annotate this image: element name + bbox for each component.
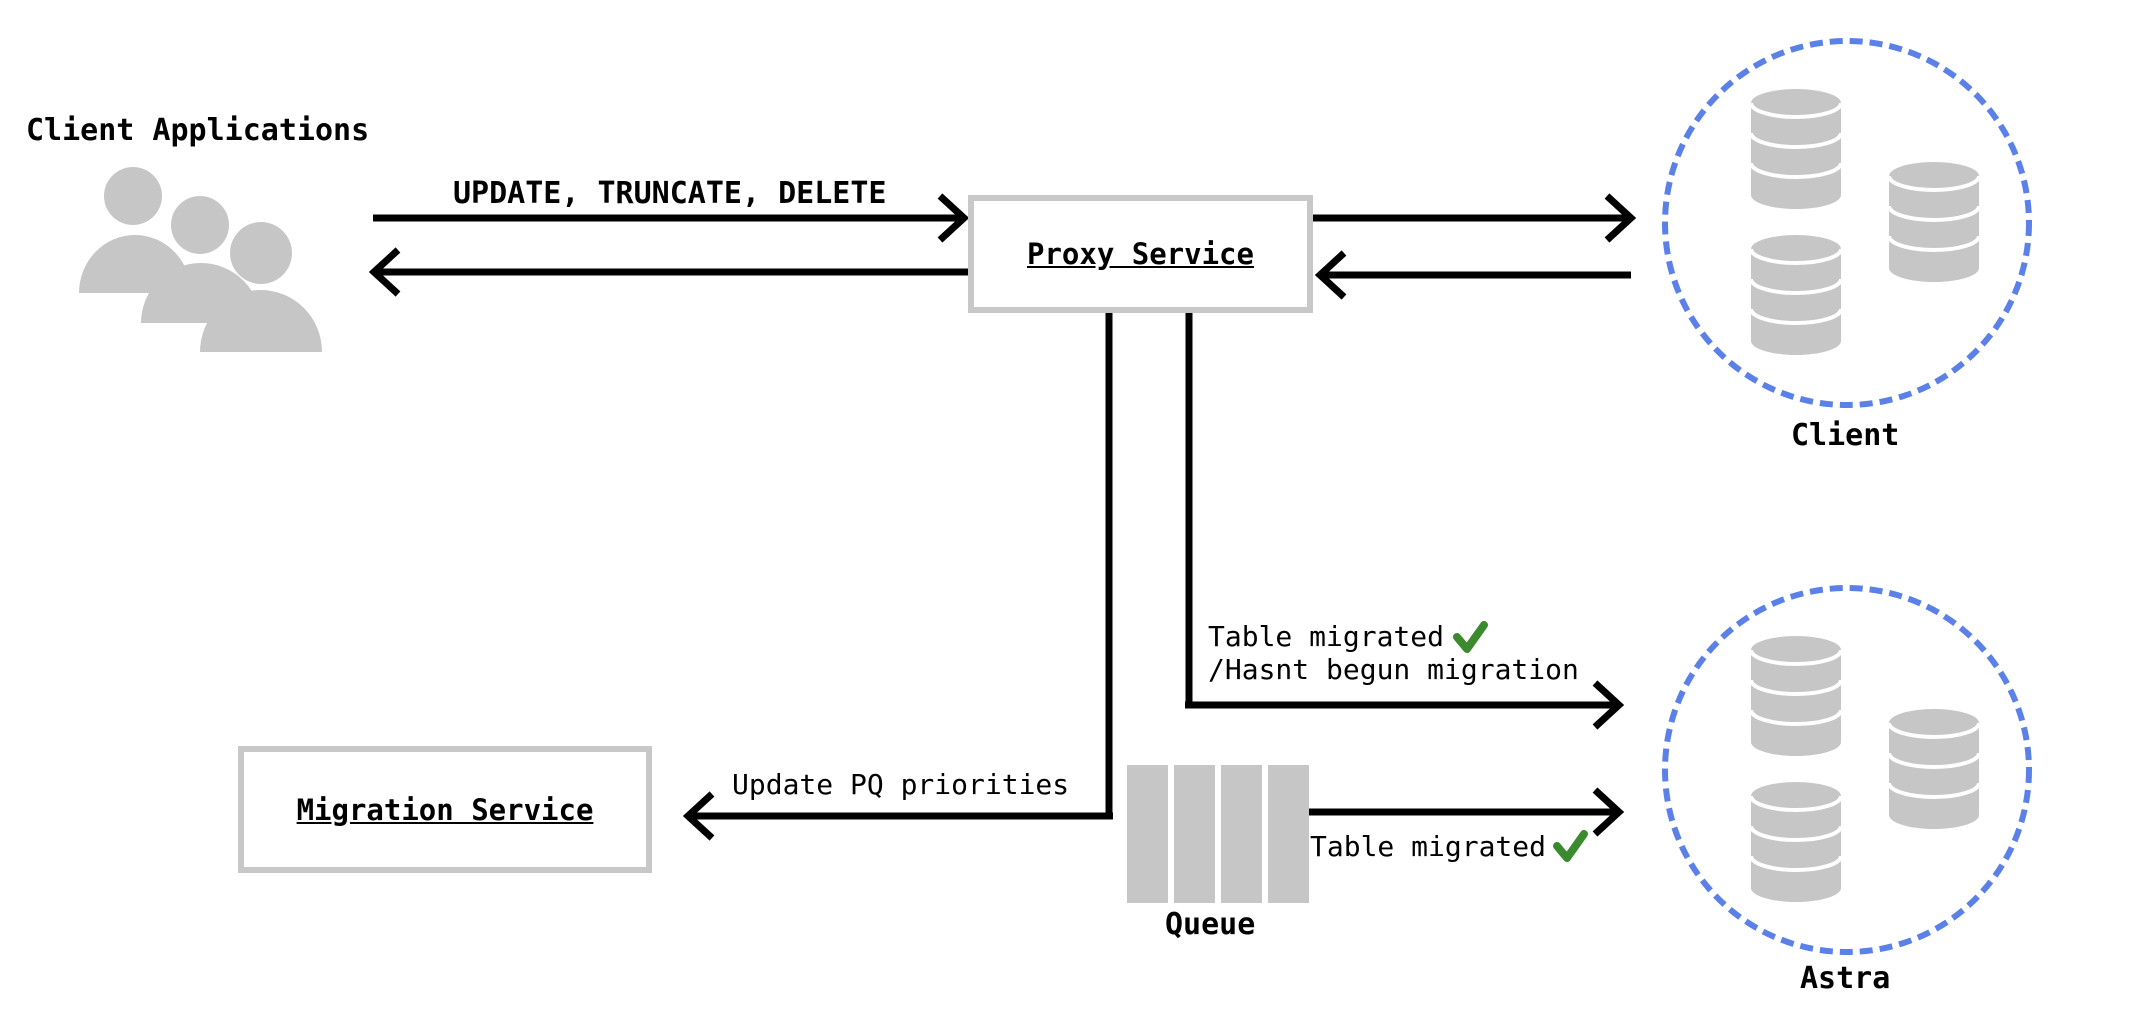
queue-icon	[1127, 765, 1309, 903]
astra-db-label: Astra	[1800, 961, 1891, 996]
client-cluster-ring	[1662, 38, 2032, 408]
proxy-service-box: Proxy Service	[968, 195, 1313, 313]
database-icon	[1749, 233, 1843, 357]
database-icon	[1887, 707, 1981, 831]
database-icon	[1749, 634, 1843, 758]
check-icon	[1453, 621, 1488, 653]
database-icon	[1887, 160, 1981, 284]
table-migrated-label: Table migrated	[1310, 830, 1547, 863]
hasnt-begun-migration-label: /Hasnt begun migration	[1208, 653, 1579, 686]
migration-service-label: Migration Service	[296, 792, 594, 827]
queue-label: Queue	[1165, 907, 1256, 942]
database-icon	[1749, 87, 1843, 211]
client-db-label: Client	[1791, 418, 1900, 453]
update-pq-label: Update PQ priorities	[732, 768, 1070, 801]
database-icon	[1749, 780, 1843, 904]
table-migrated-label: Table migrated	[1208, 620, 1445, 653]
proxy-to-client-db-arrow	[1313, 193, 1637, 243]
request-arrow	[373, 193, 970, 243]
client-applications-label: Client Applications	[26, 113, 370, 148]
proxy-to-astra-arrow	[1185, 313, 1625, 730]
client-db-to-proxy-arrow	[1314, 250, 1631, 300]
migration-service-box: Migration Service	[238, 746, 652, 873]
proxy-to-migration-service-arrow	[682, 313, 1113, 841]
request-ops-label: UPDATE, TRUNCATE, DELETE	[453, 176, 887, 211]
users-icon	[79, 167, 322, 352]
check-icon	[1553, 830, 1588, 862]
queue-to-astra-arrow	[1307, 787, 1625, 837]
astra-cluster-ring	[1662, 585, 2032, 955]
response-arrow	[368, 247, 968, 297]
proxy-service-label: Proxy Service	[1027, 237, 1254, 271]
